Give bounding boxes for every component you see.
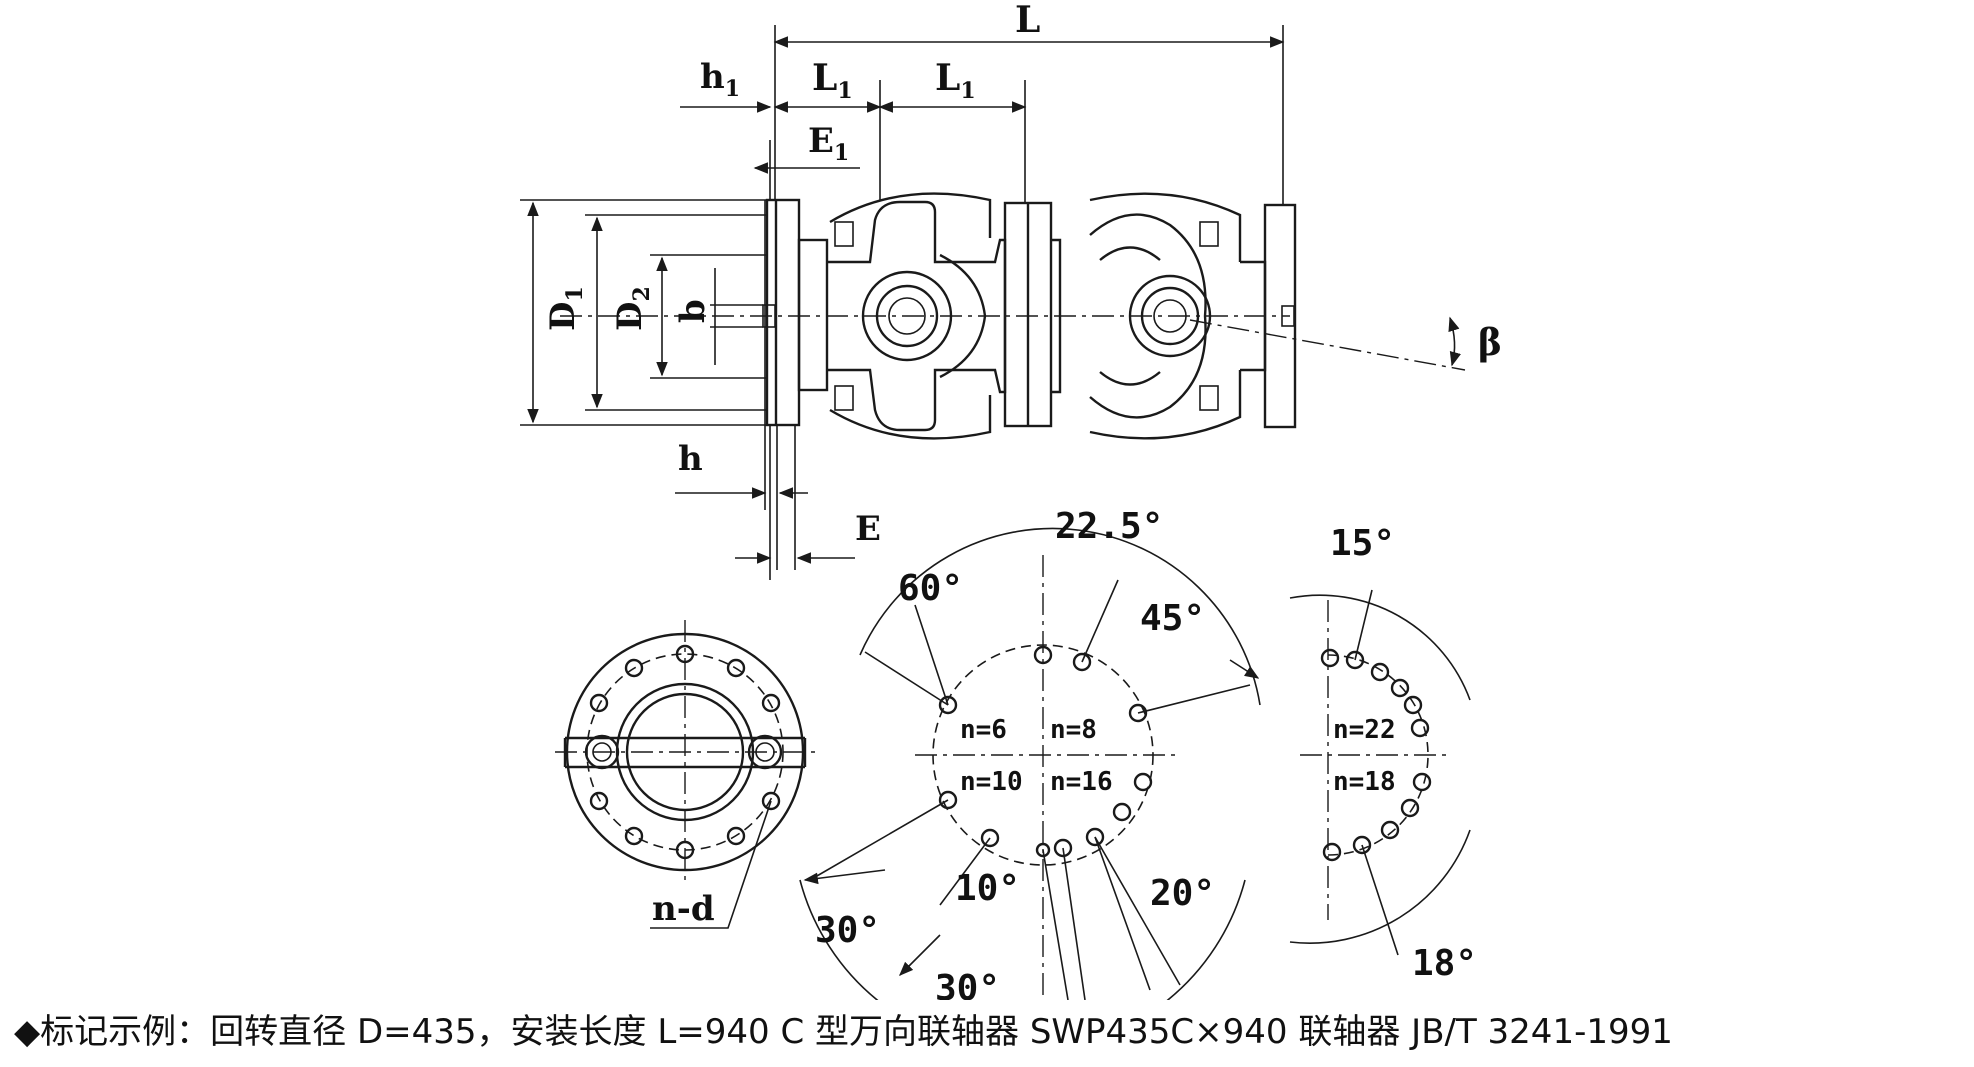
left-flange xyxy=(765,198,801,427)
dim-L1-left-label: L1 xyxy=(812,57,853,104)
angle-20: 20° xyxy=(1150,873,1215,914)
dim-h-label: h xyxy=(678,439,703,479)
count-n10: n=10 xyxy=(960,767,1023,797)
dim-E-label: E xyxy=(855,509,881,549)
angle-60: 60° xyxy=(898,568,963,609)
dim-h1-label: h1 xyxy=(700,57,740,102)
right-key xyxy=(1281,305,1295,327)
angle-30-left: 30° xyxy=(815,910,880,951)
angle-30-bottom: 30° xyxy=(935,968,1000,1000)
dim-b-label: b xyxy=(673,299,713,323)
count-n18: n=18 xyxy=(1333,767,1396,797)
left-cross-joint xyxy=(861,270,953,362)
label-n-d: n-d xyxy=(652,889,715,929)
right-flange xyxy=(1263,203,1297,429)
count-n16: n=16 xyxy=(1050,767,1113,797)
dimensions: L L1 L1 h1 E1 D1 D2 b xyxy=(520,0,1502,580)
angle-15: 15° xyxy=(1330,523,1395,564)
count-n22: n=22 xyxy=(1333,715,1396,745)
left-key xyxy=(762,304,776,328)
diamond-bullet-icon: ◆ xyxy=(14,1012,41,1052)
marking-example-caption: ◆标记示例：回转直径 D=435，安装长度 L=940 C 型万向联轴器 SWP… xyxy=(14,1004,1964,1060)
caption-text: 标记示例：回转直径 D=435，安装长度 L=940 C 型万向联轴器 SWP4… xyxy=(40,1012,1673,1052)
angle-10: 10° xyxy=(955,868,1020,909)
coupling-side-view xyxy=(560,192,1466,440)
dim-E1-label: E1 xyxy=(808,121,849,166)
coupling-drawing: L L1 L1 h1 E1 D1 D2 b xyxy=(520,0,1502,1000)
dim-L-label: L xyxy=(1015,0,1040,41)
dim-beta-label: β xyxy=(1478,322,1502,364)
angle-18: 18° xyxy=(1412,943,1477,984)
hole-pattern-half: 15° 18° n=22 n=18 xyxy=(1289,523,1477,984)
dim-D1-label: D1 xyxy=(543,286,588,331)
count-n6: n=6 xyxy=(960,715,1007,745)
count-n8: n=8 xyxy=(1050,715,1097,745)
angle-45: 45° xyxy=(1140,598,1205,639)
angle-22-5: 22.5° xyxy=(1055,506,1163,547)
dim-D2-label: D2 xyxy=(610,286,655,331)
right-cross-joint xyxy=(1128,274,1212,358)
flange-bolt-holes xyxy=(589,644,781,860)
hole-pattern-main: 22.5° 60° 45° 30° 10° 20° 30° n=6 n=8 n=… xyxy=(799,506,1261,1000)
flange-end-view: n-d xyxy=(555,620,815,929)
dim-L1-right-label: L1 xyxy=(935,57,976,104)
